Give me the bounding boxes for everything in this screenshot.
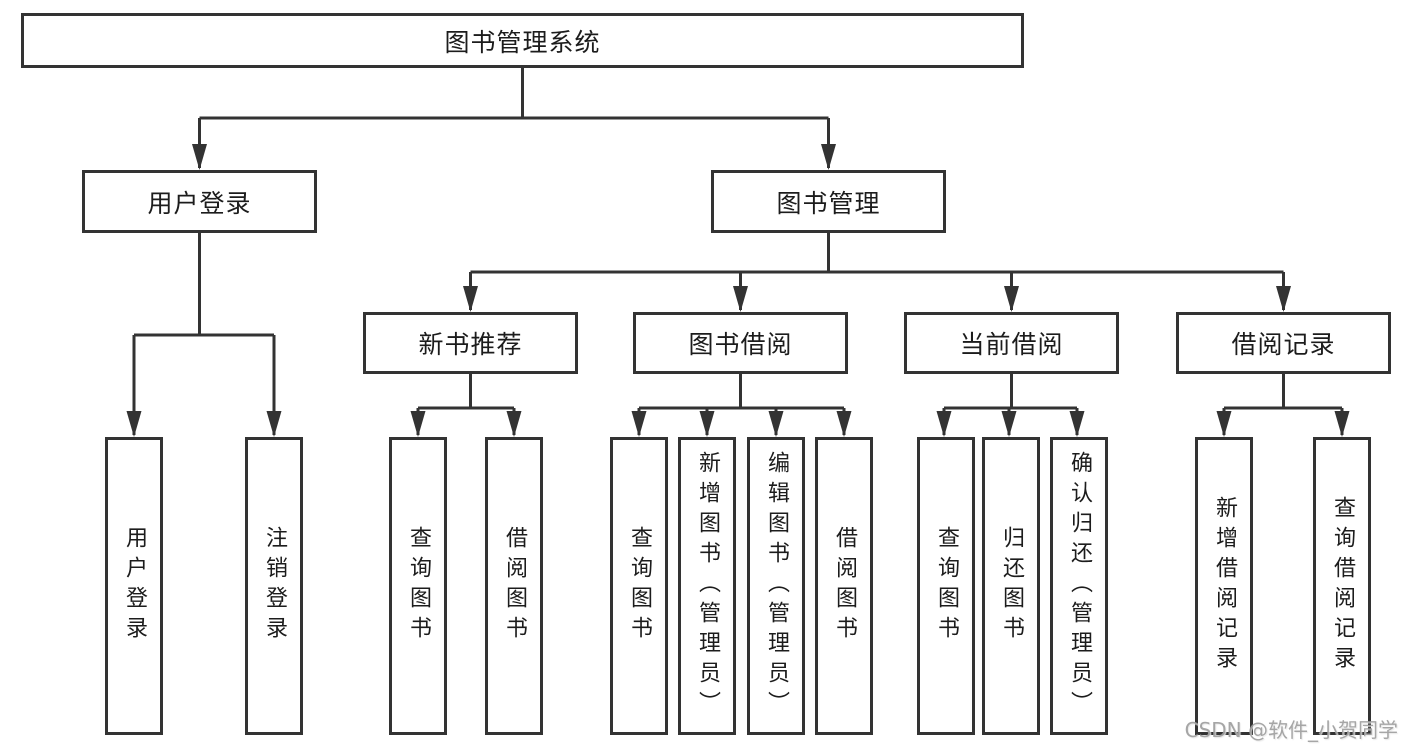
leaf-logout-label: 注销登录 [262, 526, 287, 646]
arrowheads [126, 144, 1350, 437]
node-new-book-recommend-label: 新书推荐 [418, 330, 523, 359]
arrowhead [1334, 411, 1350, 437]
leaf-borrow-book-2-label: 借阅图书 [832, 526, 857, 646]
node-user-login-label: 用户登录 [147, 188, 252, 218]
arrowhead [699, 411, 715, 437]
leaf-confirm-return-admin: 确认归还（管理员） [1050, 437, 1108, 735]
leaf-return-book-label: 归还图书 [999, 526, 1024, 646]
csdn-watermark: CSDN @软件_小贺同学 [1184, 718, 1398, 742]
arrowhead [463, 286, 478, 312]
leaf-borrow-book-1-label: 借阅图书 [502, 526, 527, 646]
node-root: 图书管理系统 [21, 13, 1024, 68]
arrowhead [1004, 286, 1019, 312]
node-current-borrow-label: 当前借阅 [959, 330, 1064, 359]
node-book-borrow-label: 图书借阅 [688, 330, 793, 359]
arrowhead [821, 144, 836, 170]
leaf-query-book-2-label: 查询图书 [627, 526, 652, 646]
leaf-add-book-admin-label: 新增图书（管理员） [695, 451, 720, 721]
arrowhead [768, 411, 784, 437]
node-borrow-records-label: 借阅记录 [1231, 330, 1336, 359]
leaf-query-book-1: 查询图书 [389, 437, 447, 735]
leaf-user-login: 用户登录 [105, 437, 163, 735]
node-book-management-label: 图书管理 [776, 188, 881, 218]
node-book-borrow: 图书借阅 [633, 312, 848, 374]
arrowhead [936, 411, 952, 437]
leaf-borrow-book-1: 借阅图书 [485, 437, 543, 735]
connector-paths [132, 68, 1344, 435]
arrowhead [1276, 286, 1291, 312]
leaf-query-book-3-label: 查询图书 [934, 526, 959, 646]
leaf-query-borrow-record-label: 查询借阅记录 [1330, 496, 1355, 676]
node-current-borrow: 当前借阅 [904, 312, 1119, 374]
arrowhead [126, 411, 142, 437]
arrowhead [410, 411, 426, 437]
leaf-confirm-return-admin-label: 确认归还（管理员） [1067, 451, 1092, 721]
leaf-return-book: 归还图书 [982, 437, 1040, 735]
arrowhead [192, 144, 207, 170]
arrowhead [1001, 411, 1017, 437]
leaf-edit-book-admin: 编辑图书（管理员） [747, 437, 805, 735]
arrowhead [1069, 411, 1085, 437]
arrowhead [1216, 411, 1232, 437]
leaf-add-book-admin: 新增图书（管理员） [678, 437, 736, 735]
leaf-query-book-1-label: 查询图书 [406, 526, 431, 646]
leaf-add-borrow-record-label: 新增借阅记录 [1212, 496, 1237, 676]
arrowhead [266, 411, 282, 437]
leaf-edit-book-admin-label: 编辑图书（管理员） [764, 451, 789, 721]
arrowhead [631, 411, 647, 437]
leaf-query-book-2: 查询图书 [610, 437, 668, 735]
leaf-query-borrow-record: 查询借阅记录 [1313, 437, 1371, 735]
arrowhead [836, 411, 852, 437]
leaf-borrow-book-2: 借阅图书 [815, 437, 873, 735]
arrowhead [733, 286, 748, 312]
node-new-book-recommend: 新书推荐 [363, 312, 578, 374]
leaf-add-borrow-record: 新增借阅记录 [1195, 437, 1253, 735]
node-user-login: 用户登录 [82, 170, 317, 233]
leaf-query-book-3: 查询图书 [917, 437, 975, 735]
node-book-management: 图书管理 [711, 170, 946, 233]
arrowhead [506, 411, 522, 437]
node-borrow-records: 借阅记录 [1176, 312, 1391, 374]
node-root-label: 图书管理系统 [444, 27, 601, 57]
leaf-user-login-label: 用户登录 [122, 526, 147, 646]
leaf-logout: 注销登录 [245, 437, 303, 735]
